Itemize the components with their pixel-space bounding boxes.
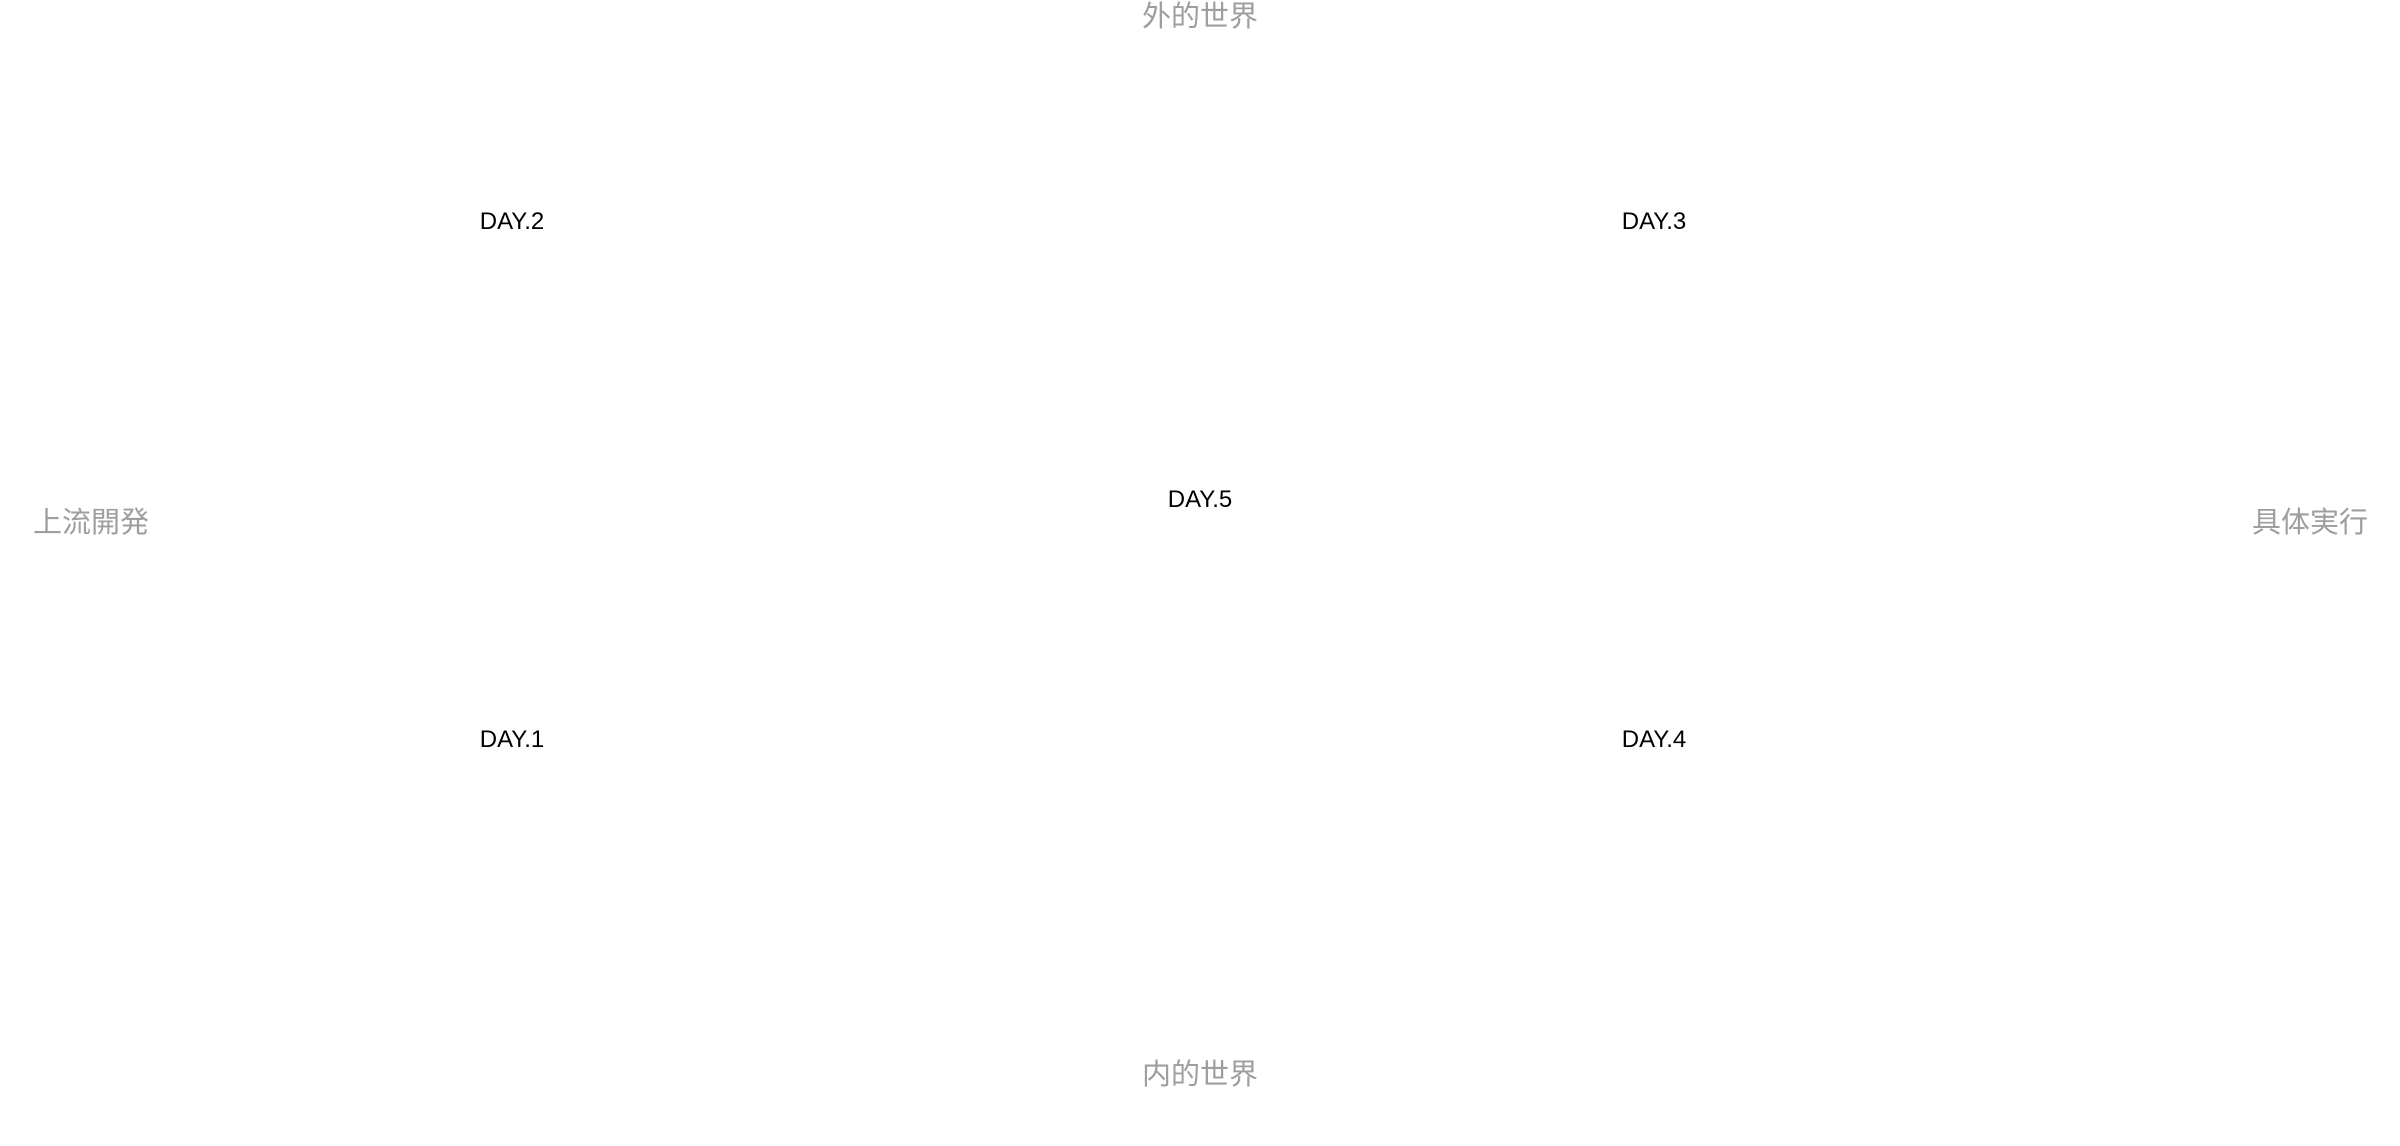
day-4-label: DAY.4	[1621, 726, 1687, 753]
axis-label-bottom: 内的世界	[1141, 1057, 1259, 1091]
day-3-label: DAY.3	[1621, 208, 1687, 235]
axis-label-left: 上流開発	[32, 505, 150, 539]
axis-label-right: 具体実行	[2251, 505, 2369, 539]
axis-label-top: 外的世界	[1141, 0, 1259, 33]
day-5-label: DAY.5	[1167, 486, 1233, 513]
day-1-label: DAY.1	[479, 726, 545, 753]
day-2-label: DAY.2	[479, 208, 545, 235]
